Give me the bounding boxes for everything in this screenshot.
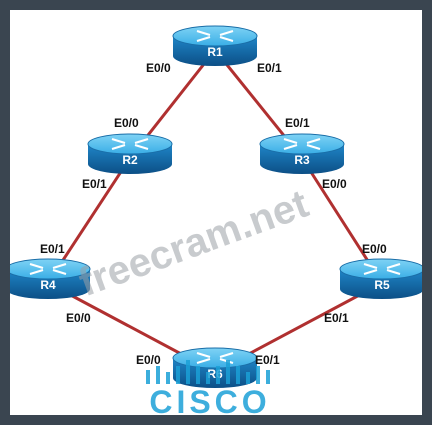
router-r4[interactable]: R4 (10, 258, 91, 299)
cisco-wordmark: CISCO (149, 384, 270, 415)
router-arrows-icon (283, 137, 321, 151)
port-label-r2-e0-1: E0/1 (82, 177, 107, 191)
router-label: R3 (294, 153, 310, 167)
router-top (259, 133, 345, 155)
port-label-r1-e0-1: E0/1 (257, 61, 282, 75)
router-label: R1 (207, 45, 223, 59)
router-top (10, 258, 91, 280)
port-label-r5-e0-1: E0/1 (324, 311, 349, 325)
port-label-r4-e0-0: E0/0 (66, 311, 91, 325)
router-r2[interactable]: R2 (87, 133, 173, 174)
router-arrows-icon (111, 137, 149, 151)
router-top (172, 347, 258, 369)
cisco-bars-icon (146, 360, 270, 384)
router-r3[interactable]: R3 (259, 133, 345, 174)
router-label: R4 (40, 278, 56, 292)
port-label-r1-e0-0: E0/0 (146, 61, 171, 75)
router-r5[interactable]: R5 (339, 258, 422, 299)
port-label-r6-e0-0: E0/0 (136, 353, 161, 367)
router-top (172, 25, 258, 47)
watermark-text: freecram.net (73, 182, 314, 305)
port-label-r2-e0-0: E0/0 (114, 116, 139, 130)
port-labels: E0/0E0/0E0/1E0/1E0/1E0/1E0/0E0/0E0/0E0/0… (40, 61, 387, 367)
port-label-r6-e0-1: E0/1 (255, 353, 280, 367)
router-r6[interactable]: R6 (172, 347, 258, 388)
router-label: R2 (122, 153, 138, 167)
router-top (87, 133, 173, 155)
router-top (339, 258, 422, 280)
router-arrows-icon (196, 29, 234, 43)
router-arrows-icon (29, 262, 67, 276)
port-label-r3-e0-1: E0/1 (285, 116, 310, 130)
port-label-r5-e0-0: E0/0 (362, 242, 387, 256)
port-label-r4-e0-1: E0/1 (40, 242, 65, 256)
router-r1[interactable]: R1 (172, 25, 258, 66)
router-label: R5 (374, 278, 390, 292)
port-label-r3-e0-0: E0/0 (322, 177, 347, 191)
router-arrows-icon (363, 262, 401, 276)
cisco-logo: CISCO (146, 360, 270, 415)
